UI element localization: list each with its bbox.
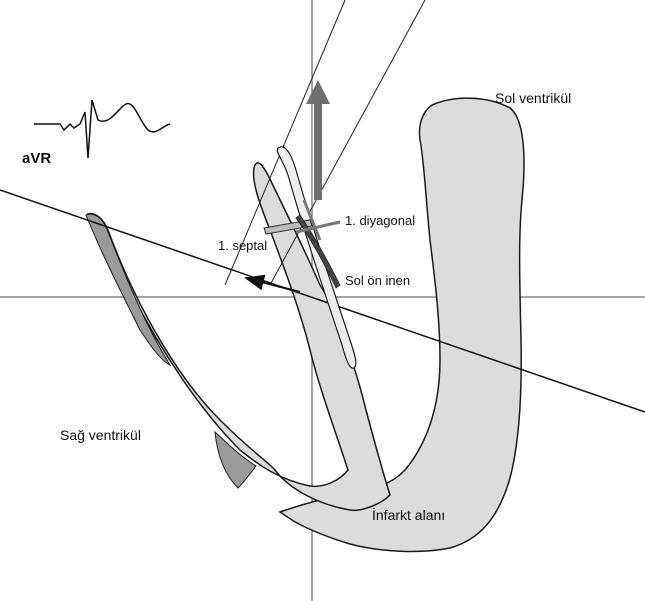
avr-waveform [34,100,170,158]
first-diagonal-label: 1. diyagonal [345,213,415,228]
vector-arrow-shaft [314,100,322,200]
first-septal-label: 1. septal [218,238,267,253]
infarct-zone-upper [86,214,170,365]
lad-label: Sol ön inen [345,273,410,288]
left-ventricle-label: Sol ventrikül [495,90,571,106]
axis-line-2 [270,0,425,285]
lead-label-avr: aVR [22,150,51,167]
right-ventricle-label: Sağ ventrikül [60,427,141,443]
infarct-area-label: İnfarkt alanı [372,506,445,523]
